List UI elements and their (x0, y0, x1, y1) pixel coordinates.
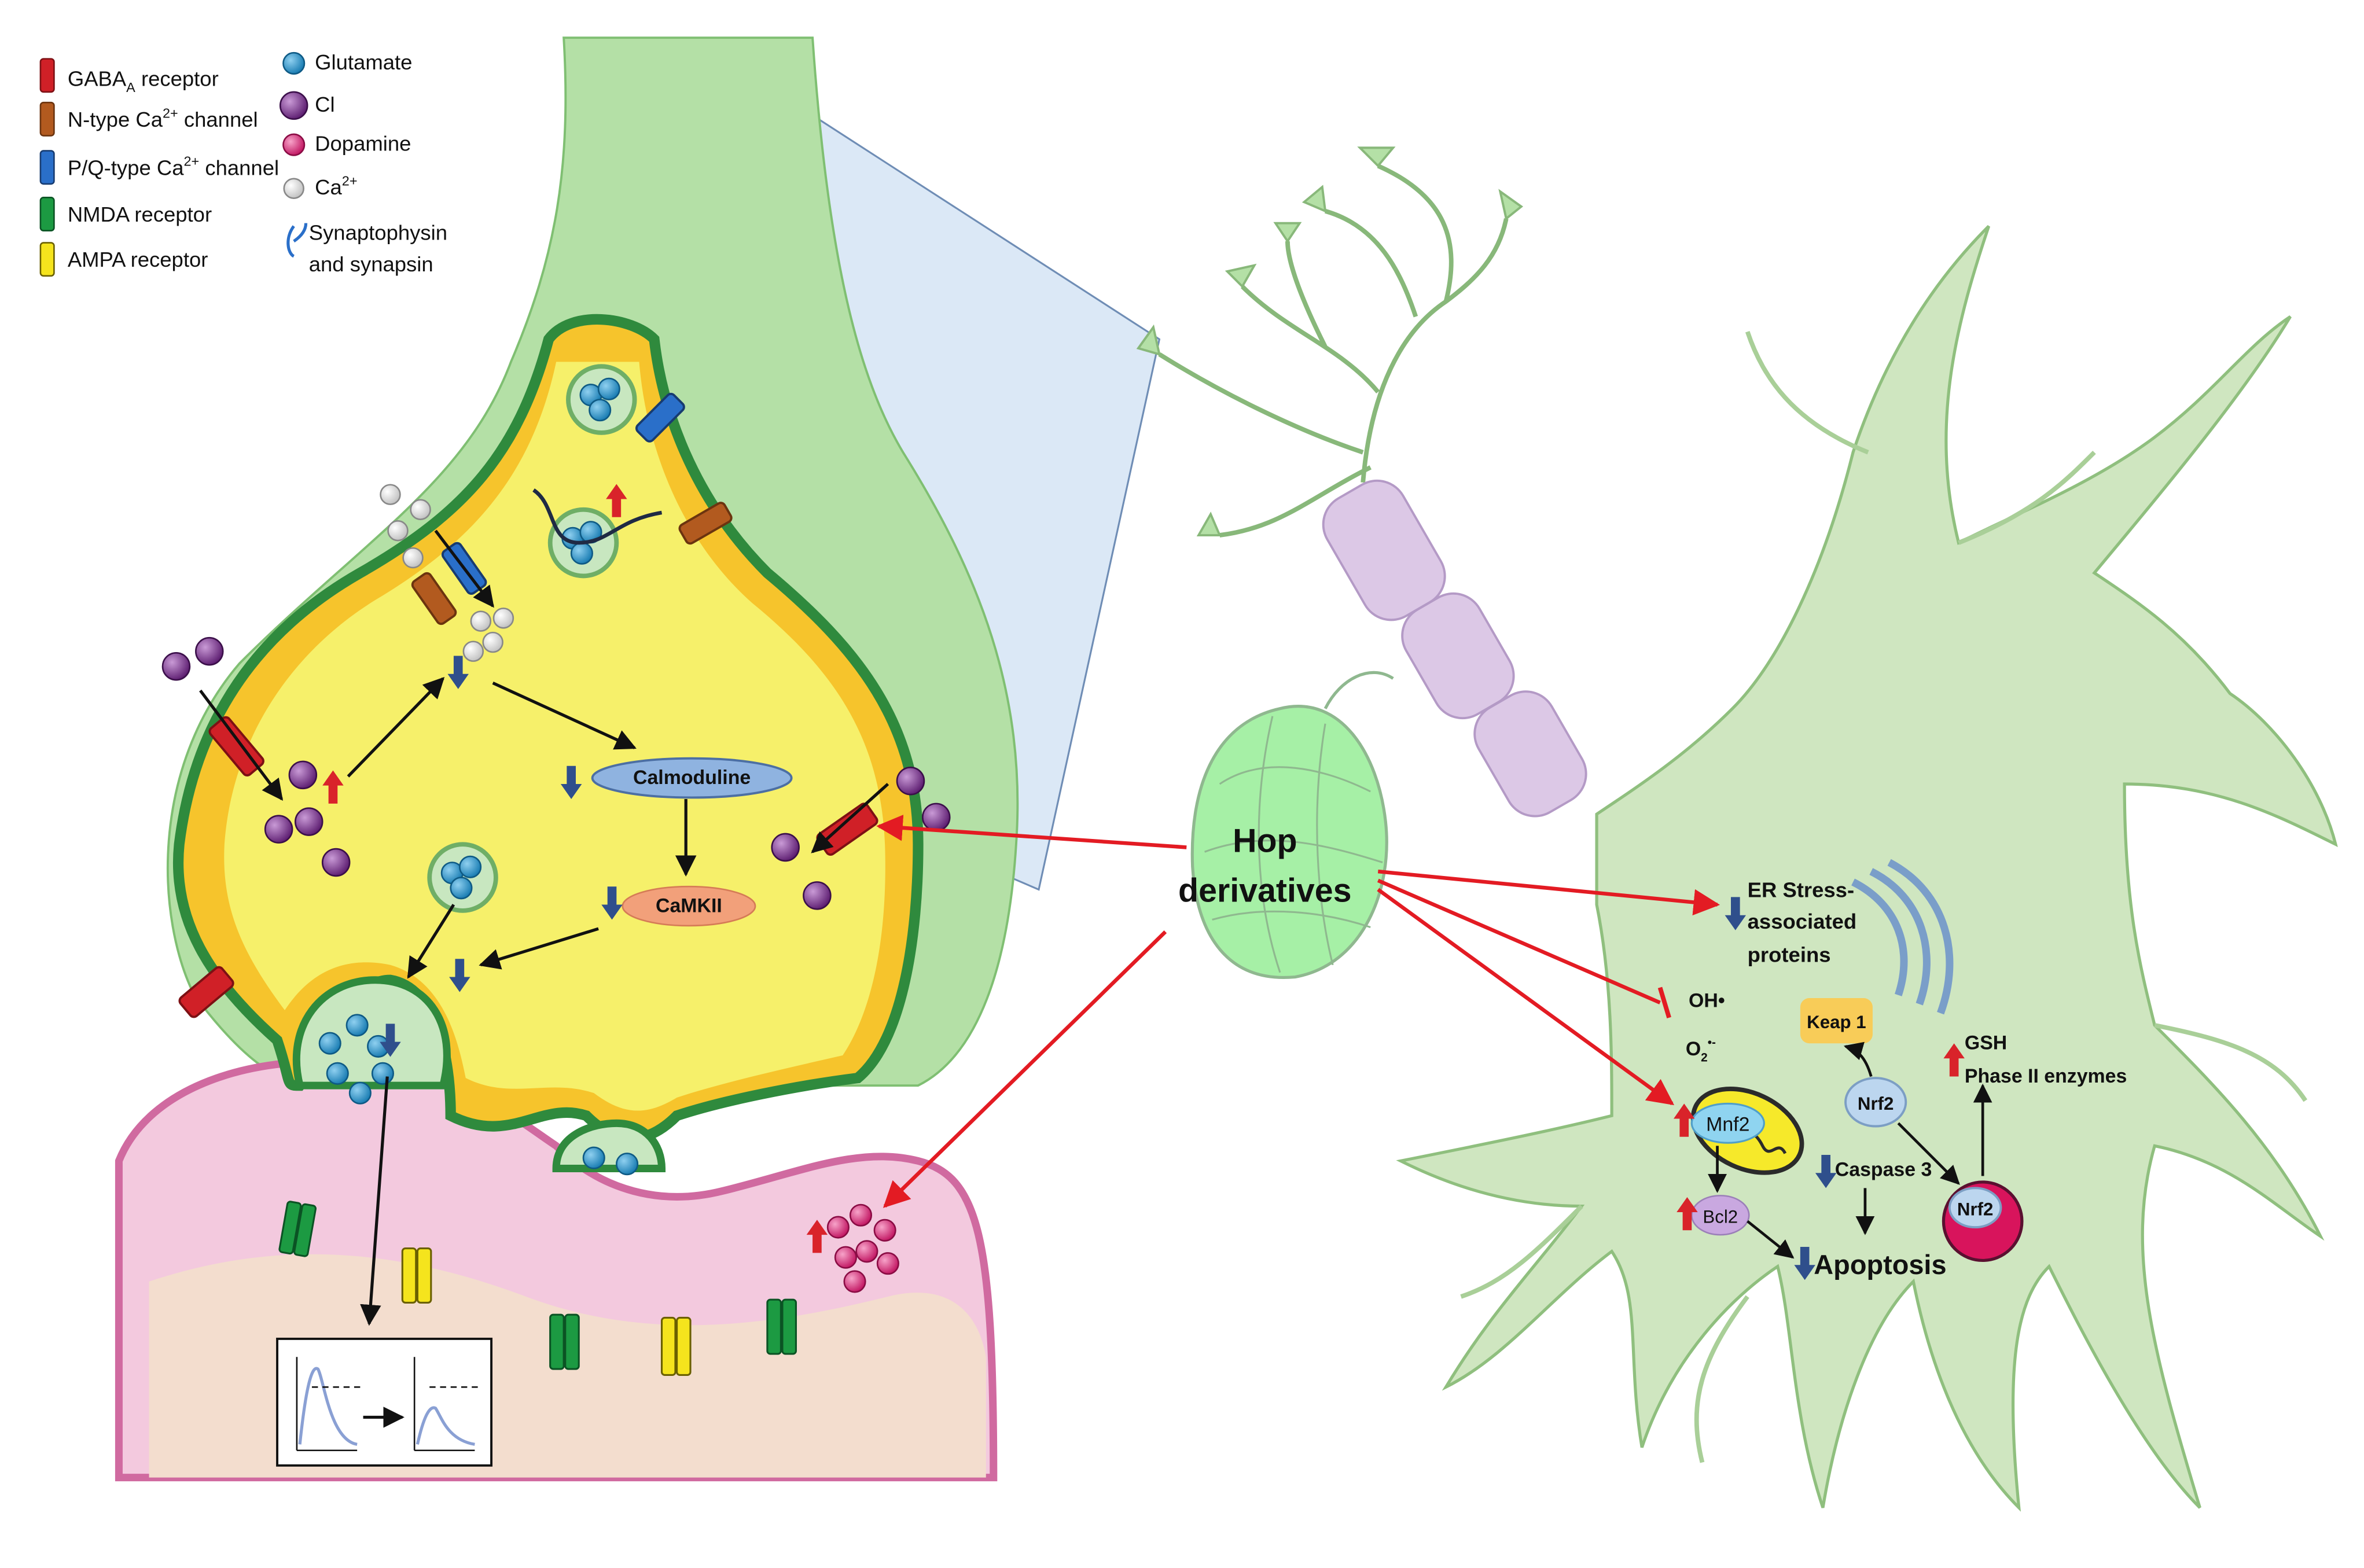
legend-glutamate: Glutamate (315, 50, 412, 74)
hop-label-line2: derivatives (1178, 872, 1352, 909)
hop-arrow-dopamine (883, 930, 1167, 1208)
hydroxyl-label: OH• (1689, 990, 1725, 1012)
legend-dopamine-swatch (282, 133, 306, 156)
camkii-node (622, 885, 756, 927)
hop-arrow-er (1377, 869, 1720, 916)
caspase-label: Caspase 3 (1835, 1159, 1932, 1181)
legend-synapsin-swatch (286, 223, 308, 258)
calmoduline-label: Calmoduline (633, 767, 751, 789)
superoxide-label: O2•- (1686, 1036, 1716, 1064)
fusion-pore (552, 1119, 666, 1172)
neuron-soma (1396, 225, 2338, 1512)
hop-arrow-mito (1377, 888, 1675, 1106)
neuron-processes (1460, 331, 2308, 1463)
legend-gabaa-swatch (39, 58, 55, 93)
camkii-label: CaMKII (656, 895, 722, 916)
mnf2-node (1690, 1102, 1765, 1144)
legend-ampa-swatch (39, 242, 55, 277)
hop-label-line1: Hop (1233, 822, 1297, 859)
dendrite-tips (1136, 146, 1524, 537)
hop-cone (1190, 671, 1394, 980)
nmda-receptor-2 (549, 1313, 580, 1370)
legend-pq-swatch (39, 150, 55, 185)
legend: GABAA receptor N-type Ca2+ channel P/Q-t… (39, 50, 447, 277)
dendrite-tree (1158, 164, 1509, 538)
gsh-label: GSH (1965, 1032, 2007, 1054)
synaptophysin-strand (532, 488, 663, 545)
legend-syn-line2: and synapsin (309, 252, 433, 276)
vesicle-lower (427, 842, 498, 913)
legend-dopamine: Dopamine (315, 132, 411, 156)
nmda-receptor-3 (766, 1298, 797, 1355)
nrf2-cytoplasm-label: Nrf2 (1858, 1094, 1894, 1114)
er-label-line1: ER Stress- (1748, 878, 1854, 901)
legend-gabaa: GABAA receptor (68, 67, 219, 95)
er-label-line3: proteins (1748, 943, 1831, 966)
synapse-panel: Calmoduline CaMKII (115, 36, 1161, 1482)
mnf2-label: Mnf2 (1706, 1113, 1749, 1135)
axon (1322, 479, 1587, 818)
pq-channel-top (635, 392, 685, 443)
ampa-receptor-1 (401, 1247, 432, 1304)
calmoduline-node (591, 757, 793, 799)
legend-ca: Ca2+ (315, 174, 357, 200)
ntype-channel-left (411, 572, 457, 625)
hop-arrow-gabaa (876, 815, 1187, 849)
phase2-label: Phase II enzymes (1965, 1065, 2127, 1087)
legend-cl: Cl (315, 93, 334, 116)
legend-glutamate-swatch (282, 51, 306, 75)
legend-ca-swatch (283, 178, 304, 199)
keap1-label: Keap 1 (1807, 1012, 1866, 1032)
nrf2-cytoplasm (1844, 1077, 1907, 1128)
apoptosis-label: Apoptosis (1814, 1250, 1946, 1280)
legend-ampa: AMPA receptor (68, 248, 208, 271)
legend-syn-line1: Synaptophysin (309, 220, 447, 244)
legend-pq: P/Q-type Ca2+ channel (68, 154, 279, 180)
legend-nmda: NMDA receptor (68, 203, 212, 226)
hop-inhibit-ros (1377, 878, 1661, 1004)
golgi-apparatus (1851, 859, 1954, 1015)
docked-vesicle (292, 976, 451, 1089)
er-label-line2: associated (1748, 910, 1857, 933)
legend-ntype-swatch (39, 101, 55, 137)
legend-nmda-swatch (39, 197, 55, 231)
neuron-panel: Hop derivatives ER Stress- associated pr… (876, 146, 2338, 1512)
ampa-receptor-2 (660, 1316, 692, 1376)
keap1-box (1800, 998, 1873, 1044)
legend-ntype: N-type Ca2+ channel (68, 105, 258, 131)
legend-cl-swatch (279, 91, 308, 120)
nrf2-nucleus-label: Nrf2 (1957, 1199, 1994, 1219)
vesicle-top (566, 364, 637, 435)
gabaa-receptor-left (208, 716, 264, 776)
bcl2-label: Bcl2 (1703, 1206, 1738, 1227)
gabaa-receptor-bottom (178, 966, 234, 1018)
epsp-inset (276, 1337, 493, 1467)
ntype-channel-top (678, 502, 733, 545)
nmda-receptor-1 (278, 1201, 317, 1257)
